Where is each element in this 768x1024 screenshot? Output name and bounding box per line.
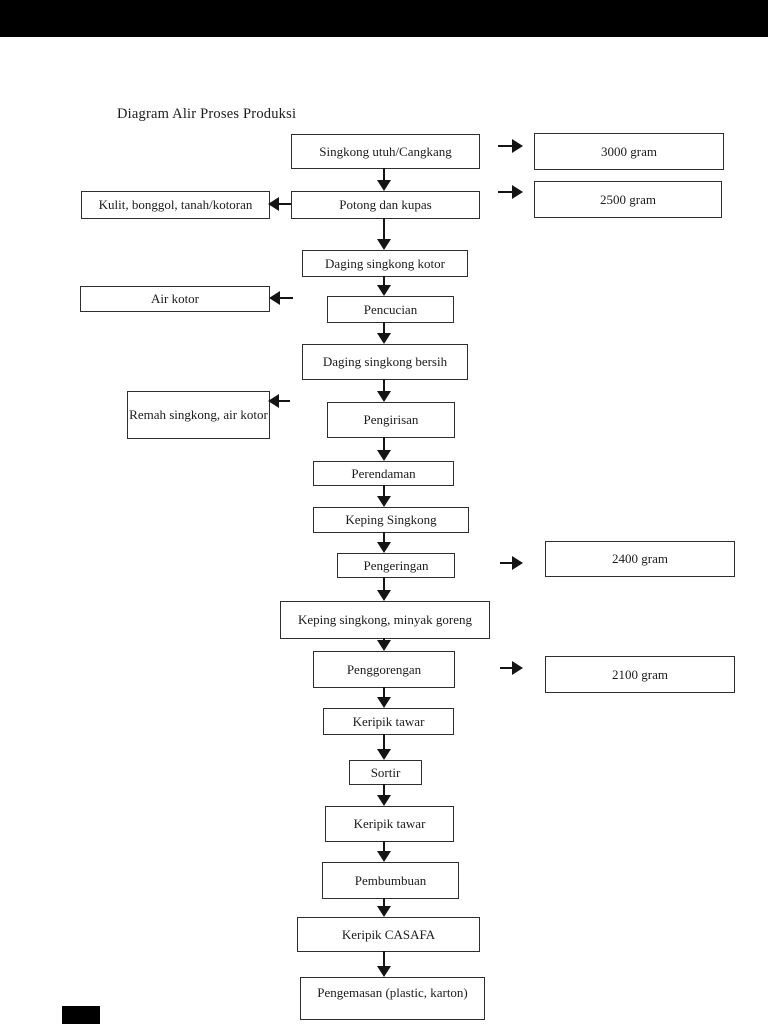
step-penggorengan: Penggorengan — [313, 651, 455, 688]
right-arrow-3000 — [498, 139, 523, 153]
step-pengirisan: Pengirisan — [327, 402, 455, 438]
down-arrow-7 — [377, 485, 391, 507]
step-sortir: Sortir — [349, 760, 422, 785]
step-keripik-casafa: Keripik CASAFA — [297, 917, 480, 952]
step-singkong-utuh: Singkong utuh/Cangkang — [291, 134, 480, 169]
right-arrow-2500 — [498, 185, 523, 199]
weight-2100-gram: 2100 gram — [545, 656, 735, 693]
down-arrow-8 — [377, 532, 391, 553]
byproduct-air-kotor: Air kotor — [80, 286, 270, 312]
down-arrow-1 — [377, 168, 391, 191]
step-daging-singkong-kotor: Daging singkong kotor — [302, 250, 468, 277]
step-keping-singkong: Keping Singkong — [313, 507, 469, 533]
step-keping-singkong-minyak-goreng: Keping singkong, minyak goreng — [280, 601, 490, 639]
down-arrow-11 — [377, 687, 391, 708]
step-pengemasan: Pengemasan (plastic, karton) — [300, 977, 485, 1020]
diagram-title: Diagram Alir Proses Produksi — [117, 106, 297, 122]
down-arrow-15 — [377, 898, 391, 917]
step-pencucian: Pencucian — [327, 296, 454, 323]
step-keripik-tawar-2: Keripik tawar — [325, 806, 454, 842]
right-arrow-2100 — [500, 661, 523, 675]
down-arrow-6 — [377, 437, 391, 461]
down-arrow-14 — [377, 841, 391, 862]
step-perendaman: Perendaman — [313, 461, 454, 486]
left-arrow-kulit — [268, 197, 291, 211]
down-arrow-5 — [377, 379, 391, 402]
down-arrow-2 — [377, 218, 391, 250]
weight-2400-gram: 2400 gram — [545, 541, 735, 577]
top-scan-bar — [0, 0, 768, 37]
byproduct-kulit-bonggol: Kulit, bonggol, tanah/kotoran — [81, 191, 270, 219]
step-pembumbuan: Pembumbuan — [322, 862, 459, 899]
step-daging-singkong-bersih: Daging singkong bersih — [302, 344, 468, 380]
bottom-scan-mark — [62, 1006, 100, 1024]
step-pengeringan: Pengeringan — [337, 553, 455, 578]
down-arrow-4 — [377, 322, 391, 344]
down-arrow-9 — [377, 577, 391, 601]
weight-2500-gram: 2500 gram — [534, 181, 722, 218]
down-arrow-12 — [377, 734, 391, 760]
left-arrow-remah — [268, 394, 290, 408]
left-arrow-air-kotor — [269, 291, 293, 305]
down-arrow-13 — [377, 784, 391, 806]
right-arrow-2400 — [500, 556, 523, 570]
down-arrow-3 — [377, 276, 391, 296]
weight-3000-gram: 3000 gram — [534, 133, 724, 170]
byproduct-remah-singkong: Remah singkong, air kotor — [127, 391, 270, 439]
step-potong-dan-kupas: Potong dan kupas — [291, 191, 480, 219]
step-keripik-tawar-1: Keripik tawar — [323, 708, 454, 735]
down-arrow-10 — [377, 638, 391, 651]
down-arrow-16 — [377, 951, 391, 977]
